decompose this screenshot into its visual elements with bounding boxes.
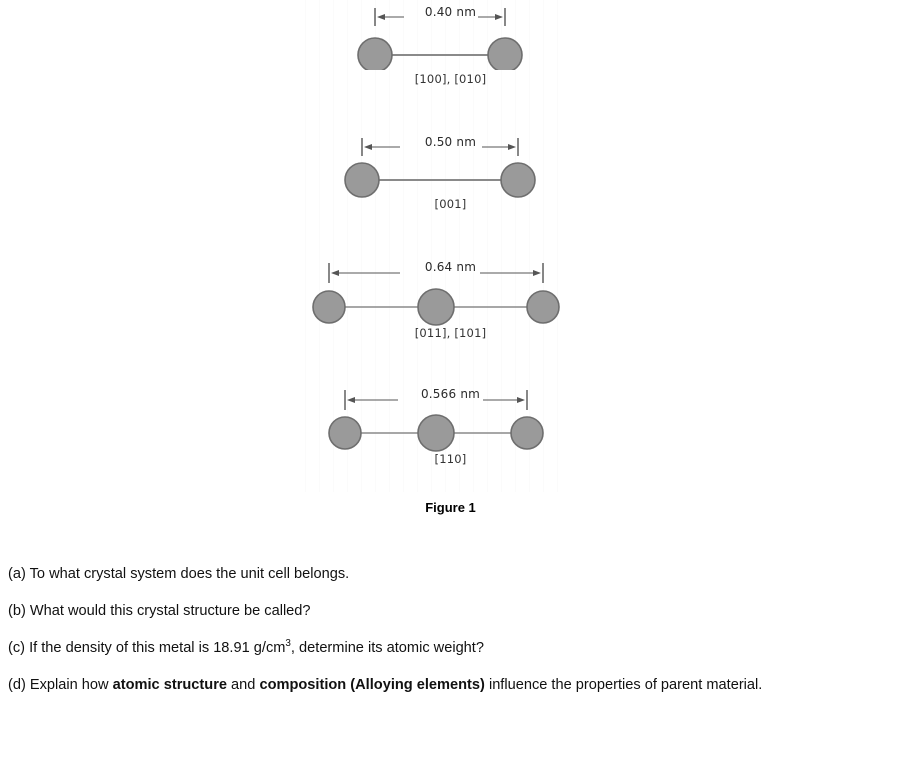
arrowhead-right: [517, 397, 525, 403]
arrowhead-left: [364, 144, 372, 150]
question-list: (a) To what crystal system does the unit…: [8, 556, 882, 704]
arrowhead-left: [377, 14, 385, 20]
question-d-bold-2: composition (Alloying elements): [259, 677, 485, 693]
question-b: (b) What would this crystal structure be…: [8, 603, 311, 619]
atom-circle: [526, 290, 560, 324]
question-d-bold-1: atomic structure: [112, 677, 227, 693]
atom-circle: [344, 162, 380, 198]
atom-circle: [510, 416, 544, 450]
atom-circle: [500, 162, 536, 198]
question-c: (c) If the density of this metal is 18.9…: [8, 630, 882, 667]
question-d-text-1: (d) Explain how: [8, 677, 113, 693]
dimension-label-1: 0.40 nm: [424, 5, 477, 19]
question-d: (d) Explain how atomic structure and com…: [8, 667, 882, 704]
diagram-row-1: 0.40 nm [100], [010]: [0, 0, 901, 86]
question-a: (a) To what crystal system does the unit…: [8, 566, 350, 582]
question-c-exponent: 3: [285, 638, 291, 650]
arrowhead-right: [508, 144, 516, 150]
atom-circle: [357, 37, 393, 70]
arrowhead-right: [495, 14, 503, 20]
arrowhead-left: [331, 270, 339, 276]
direction-label-2: [001]: [434, 197, 467, 211]
diagram-row-3-svg: [312, 263, 560, 326]
atom-circle: [328, 416, 362, 450]
figure-caption: Figure 1: [425, 500, 476, 515]
dimension-label-4: 0.566 nm: [420, 387, 481, 401]
figure-area: 0.40 nm [100], [010] 0.50 nm [001]: [0, 0, 901, 515]
diagram-row-2: 0.50 nm [001]: [0, 130, 901, 211]
arrowhead-right: [533, 270, 541, 276]
arrowhead-left: [347, 397, 355, 403]
diagram-row-4-svg: [328, 390, 544, 452]
question-c-text-2: , determine its atomic weight?: [290, 640, 484, 656]
question-d-text-2: influence the properties of parent mater…: [484, 677, 763, 693]
dimension-label-2: 0.50 nm: [424, 135, 477, 149]
direction-label-1: [100], [010]: [414, 72, 487, 86]
atom-circle: [417, 414, 455, 452]
question-d-text-mid: and: [227, 677, 260, 693]
direction-label-3: [011], [101]: [414, 326, 487, 340]
question-c-text-1: (c) If the density of this metal is 18.9…: [8, 640, 286, 656]
atom-circle: [417, 288, 455, 326]
diagram-row-4: 0.566 nm [110]: [0, 385, 901, 466]
dimension-label-3: 0.64 nm: [424, 260, 477, 274]
atom-circle: [312, 290, 346, 324]
atom-circle: [487, 37, 523, 70]
diagram-row-2-svg: [344, 138, 536, 198]
diagram-row-1-svg: [357, 8, 523, 70]
direction-label-4: [110]: [434, 452, 467, 466]
diagram-row-3: 0.64 nm [011], [101]: [0, 258, 901, 340]
